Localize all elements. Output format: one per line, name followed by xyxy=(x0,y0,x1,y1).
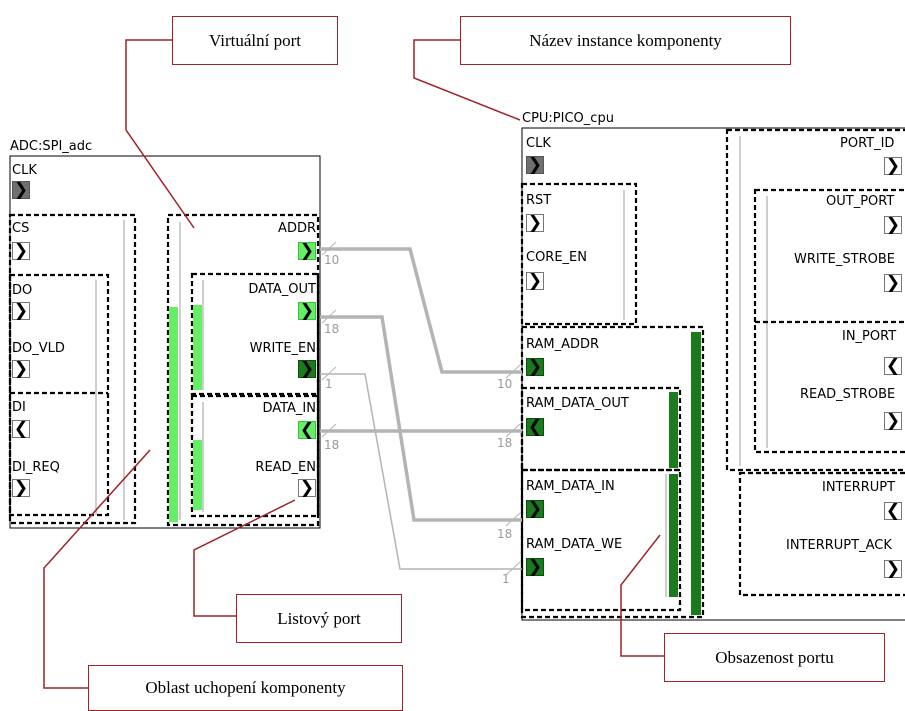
adc-port-di-req-label: DI_REQ xyxy=(12,460,60,475)
cpu-port-interrupt-ack-label: INTERRUPT_ACK xyxy=(786,538,892,553)
cpu-port-read-strobe[interactable]: ❯ xyxy=(884,410,902,431)
cpu-port-interrupt[interactable]: ❮ xyxy=(884,500,902,521)
adc-port-data-out-label: DATA_OUT xyxy=(248,282,316,297)
cpu-ram-data-out-occupancy xyxy=(669,392,678,468)
cpu-port-write-strobe[interactable]: ❯ xyxy=(884,272,902,293)
cpu-port-ram-data-out-label: RAM_DATA_OUT xyxy=(526,396,629,411)
tick-data-out-dst xyxy=(505,512,521,527)
cpu-ram-occupancy xyxy=(691,332,701,615)
adc-port-do-vld[interactable]: ❯ xyxy=(12,358,30,379)
adc-group-data-in xyxy=(190,394,320,518)
callout-leaf-port: Listový port xyxy=(236,594,402,643)
cpu-port-rst[interactable]: ❯ xyxy=(526,212,544,233)
tick-addr-dst xyxy=(505,364,521,379)
tick-write-en-dst xyxy=(505,561,521,576)
adc-group-cs xyxy=(8,213,137,525)
bus-width-write-en-src: 1 xyxy=(325,377,333,391)
adc-port-clk-label: CLK xyxy=(12,163,37,178)
wire-data-out[interactable] xyxy=(320,315,522,522)
leader-leaf-port xyxy=(193,499,296,617)
cpu-port-out-port[interactable]: ❯ xyxy=(884,214,902,235)
leader-virtual-port xyxy=(125,39,195,229)
cpu-port-core-en[interactable]: ❯ xyxy=(526,270,544,291)
cpu-port-ram-data-we[interactable]: ❯ xyxy=(526,556,544,577)
cpu-port-interrupt-ack[interactable]: ❯ xyxy=(884,558,902,579)
wire-write-en[interactable] xyxy=(320,373,522,570)
tick-addr-src xyxy=(321,241,337,256)
callout-instance-name: Název instance komponenty xyxy=(460,16,791,65)
bus-width-data-out-dst: 18 xyxy=(497,527,513,541)
adc-port-read-en-label: READ_EN xyxy=(255,460,316,475)
cpu-port-in-port[interactable]: ❮ xyxy=(884,355,902,376)
adc-data-in-occupancy xyxy=(193,440,202,510)
cpu-ram-data-in-occupancy xyxy=(669,474,678,597)
adc-port-addr[interactable]: ❯ xyxy=(298,240,316,261)
callout-virtual-port: Virtuální port xyxy=(172,16,338,65)
tick-data-in-src xyxy=(321,423,337,438)
cpu-instance-title[interactable]: CPU:PICO_cpu xyxy=(522,111,614,126)
callout-grab-area: Oblast uchopení komponenty xyxy=(88,665,403,711)
cpu-group-interrupt xyxy=(738,471,905,597)
cpu-port-ram-data-out[interactable]: ❮ xyxy=(526,416,544,437)
cpu-port-ram-data-we-label: RAM_DATA_WE xyxy=(526,537,623,552)
cpu-port-clk-label: CLK xyxy=(526,136,551,151)
adc-port-do[interactable]: ❯ xyxy=(12,300,30,321)
adc-port-do-label: DO xyxy=(12,283,33,298)
cpu-port-out-port-label: OUT_PORT xyxy=(826,194,895,209)
adc-port-data-in[interactable]: ❮ xyxy=(298,419,316,440)
bus-width-write-en-dst: 1 xyxy=(502,572,510,586)
adc-group-addr xyxy=(166,213,320,527)
cpu-port-write-strobe-label: WRITE_STROBE xyxy=(794,252,895,267)
adc-port-data-out[interactable]: ❯ xyxy=(298,300,316,321)
cpu-port-ram-data-in[interactable]: ❯ xyxy=(526,498,544,519)
adc-port-cs-label: CS xyxy=(12,221,30,236)
leader-instance-name xyxy=(413,39,521,121)
adc-port-write-en-label: WRITE_EN xyxy=(249,341,316,356)
cpu-port-ram-data-in-label: RAM_DATA_IN xyxy=(526,479,615,494)
cpu-group-rst xyxy=(520,182,638,326)
callout-port-occupancy: Obsazenost portu xyxy=(664,633,885,682)
adc-port-data-in-label: DATA_IN xyxy=(262,401,316,416)
adc-port-di[interactable]: ❮ xyxy=(12,418,30,439)
adc-port-di-req[interactable]: ❯ xyxy=(12,477,30,498)
adc-group-data-out xyxy=(190,272,320,396)
adc-data-out-occupancy xyxy=(193,305,202,390)
adc-port-write-en[interactable]: ❯ xyxy=(298,358,316,379)
cpu-port-in-port-label: IN_PORT xyxy=(842,329,897,344)
adc-group-do xyxy=(8,273,110,517)
leader-port-occupancy xyxy=(620,534,664,657)
adc-port-addr-label: ADDR xyxy=(278,221,316,236)
adc-port-di-label: DI xyxy=(12,400,26,415)
tick-data-out-src xyxy=(321,309,337,324)
cpu-group-ram-data-in xyxy=(520,468,682,612)
adc-port-read-en[interactable]: ❯ xyxy=(298,477,316,498)
bus-width-addr-src: 10 xyxy=(324,253,340,267)
adc-port-clk[interactable]: ❯ xyxy=(12,179,30,200)
adc-occupancy-bar xyxy=(169,307,178,522)
cpu-port-core-en-label: CORE_EN xyxy=(526,250,587,265)
adc-instance-title[interactable]: ADC:SPI_adc xyxy=(10,139,93,154)
cpu-port-port-id-label: PORT_ID xyxy=(840,136,895,151)
cpu-port-port-id[interactable]: ❯ xyxy=(884,155,902,176)
wire-addr[interactable] xyxy=(320,247,522,374)
cpu-port-ram-addr-label: RAM_ADDR xyxy=(526,337,600,352)
adc-port-cs[interactable]: ❯ xyxy=(12,240,30,261)
bus-width-data-in-src: 18 xyxy=(324,438,340,452)
tick-write-en-src xyxy=(321,366,337,381)
cpu-port-ram-addr[interactable]: ❯ xyxy=(526,356,544,377)
leader-grab-area xyxy=(43,449,151,689)
cpu-port-interrupt-label: INTERRUPT xyxy=(822,480,896,495)
cpu-component-box[interactable] xyxy=(521,127,905,621)
cpu-port-read-strobe-label: READ_STROBE xyxy=(800,387,896,402)
bus-width-addr-dst: 10 xyxy=(497,377,513,391)
bus-width-data-out-src: 18 xyxy=(324,322,340,336)
adc-port-do-vld-label: DO_VLD xyxy=(12,341,65,356)
cpu-group-port-id xyxy=(725,128,905,472)
tick-data-in-dst xyxy=(505,423,521,438)
bus-width-data-in-dst: 18 xyxy=(497,436,513,450)
cpu-port-clk[interactable]: ❯ xyxy=(526,154,544,175)
cpu-port-rst-label: RST xyxy=(526,193,552,208)
